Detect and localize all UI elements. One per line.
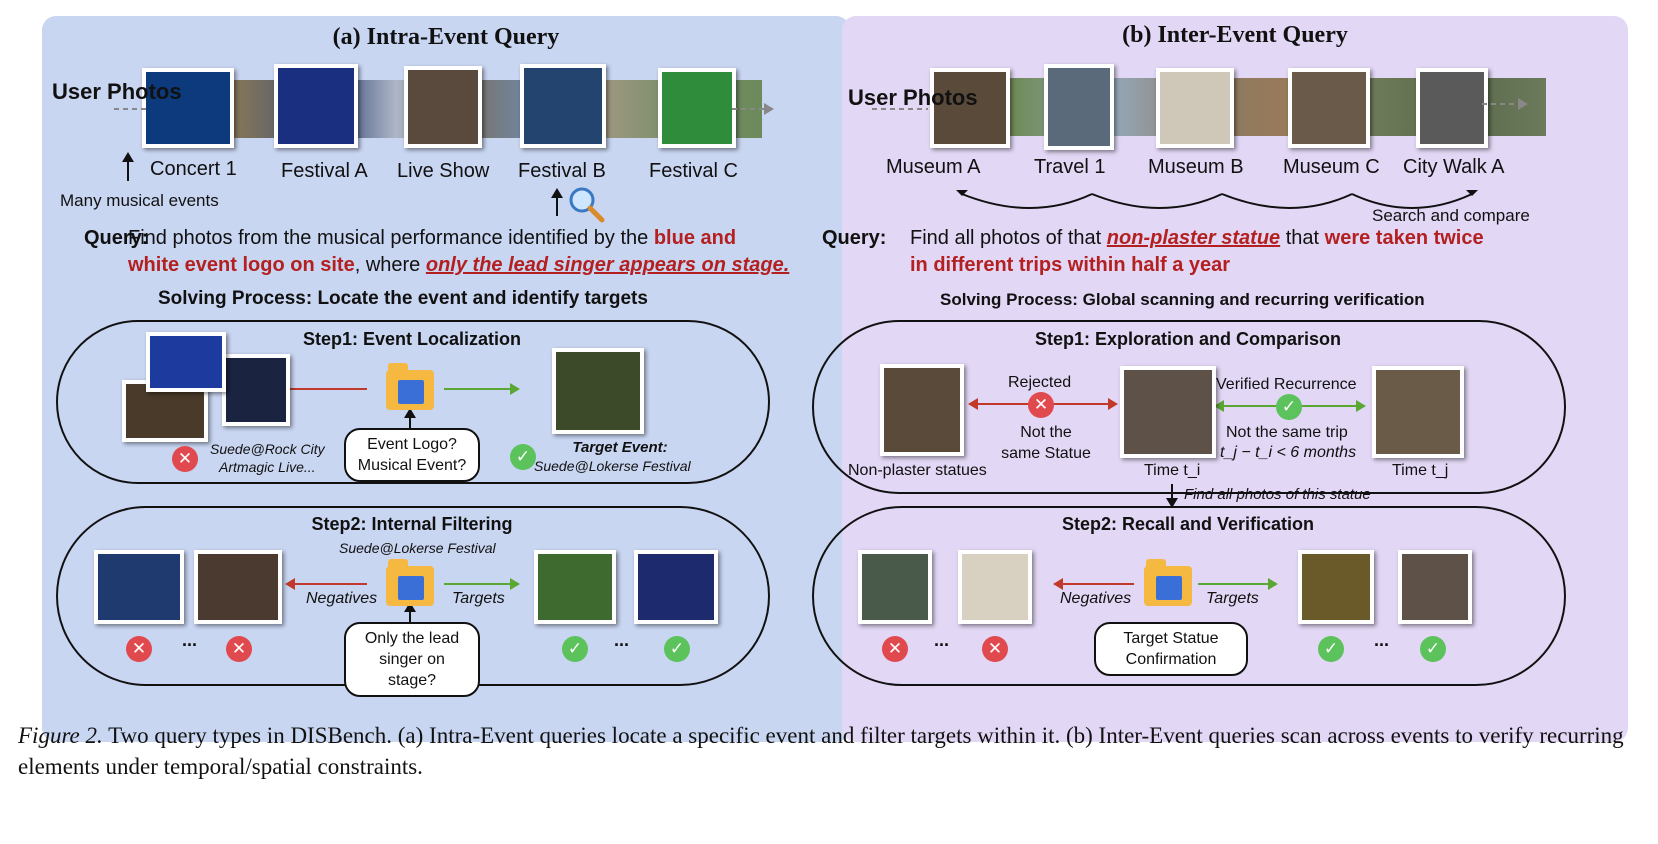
query-line-1: Find photos from the musical performance…: [128, 227, 737, 249]
photo-festival-b: [520, 64, 606, 148]
query-b-line-2: in different trips within half a year: [910, 254, 1231, 276]
targets-label-b: Targets: [1206, 590, 1259, 607]
event-label-b2: Travel 1: [1034, 156, 1106, 178]
search-compare-label: Search and compare: [1372, 206, 1530, 225]
photo-museum-b: [1156, 68, 1234, 148]
photo-target-2: [634, 550, 718, 624]
user-photos-label: User Photos: [52, 79, 182, 104]
step1-title: Step1: Event Localization: [302, 329, 522, 349]
time-constraint: t_j − t_i < 6 months: [1220, 444, 1357, 461]
panel-inter-event: (b) Inter-Event Query User Photos Museum…: [812, 16, 1628, 742]
target-b-ellipsis: ...: [1374, 630, 1390, 650]
query-b-line-1: Find all photos of that non-plaster stat…: [910, 227, 1484, 249]
photo-museum-c: [1288, 68, 1370, 148]
step2-title-b: Step2: Recall and Verification: [1061, 514, 1315, 534]
photo-festival-a: [274, 64, 358, 148]
photo-non-plaster: [880, 364, 964, 456]
photo-travel-1: [1044, 64, 1114, 150]
event-label-b3: Museum B: [1148, 156, 1244, 178]
folder-icon-b: [1144, 559, 1192, 606]
event-label-4: Festival B: [518, 160, 606, 182]
query-label-b: Query:: [822, 227, 887, 249]
user-photos-label-b: User Photos: [848, 85, 978, 110]
folder-icon: [386, 363, 434, 410]
neg-b-x-icon-2: ✕: [982, 636, 1008, 662]
step1-capsule: [56, 320, 770, 484]
non-plaster-label: Non-plaster statues: [848, 462, 987, 479]
step2-subtitle: Suede@Lokerse Festival: [339, 540, 496, 556]
target-b-check-icon-2: ✓: [1420, 636, 1446, 662]
step2-capsule-b: [812, 506, 1566, 686]
photo-live-show: [404, 66, 482, 148]
photo-negative-1: [94, 550, 184, 624]
targets-label: Targets: [452, 590, 505, 607]
negative-x-icon-1: ✕: [126, 636, 152, 662]
time-i-label: Time t_i: [1144, 462, 1201, 479]
panel-b-title: (b) Inter-Event Query: [1122, 22, 1348, 48]
photo-target-event: [552, 348, 644, 434]
target-check-icon-2: ✓: [664, 636, 690, 662]
caption-label: Figure 2.: [18, 723, 103, 748]
step1-title-b: Step1: Exploration and Comparison: [1034, 329, 1342, 349]
photo-reject-2: [222, 354, 290, 426]
target-check-icon: ✓: [510, 444, 536, 470]
event-label-2: Festival A: [281, 160, 368, 182]
step2-title: Step2: Internal Filtering: [311, 514, 513, 534]
event-label-3: Live Show: [397, 160, 490, 182]
neg-b-ellipsis: ...: [934, 630, 950, 650]
negatives-label: Negatives: [306, 590, 378, 607]
negatives-label-b: Negatives: [1060, 590, 1132, 607]
step1-question-bubble: Event Logo?Musical Event?: [344, 428, 480, 482]
figure-caption: Figure 2. Two query types in DISBench. (…: [18, 720, 1648, 782]
photo-time-i: [1120, 366, 1216, 458]
many-events-label: Many musical events: [60, 191, 219, 210]
event-label-b1: Museum A: [886, 156, 981, 178]
event-label-5: Festival C: [649, 160, 738, 182]
photo-target-b2: [1398, 550, 1472, 624]
rejected-x-icon: ✕: [1028, 392, 1054, 418]
negative-ellipsis: ...: [182, 630, 198, 650]
target-b-check-icon-1: ✓: [1318, 636, 1344, 662]
panel-a-title: (a) Intra-Event Query: [332, 24, 560, 50]
time-j-label: Time t_j: [1392, 462, 1449, 479]
target-event-label: Target Event:: [572, 439, 668, 456]
solving-process: Solving Process: Locate the event and id…: [158, 288, 648, 309]
photo-neg-b1: [858, 550, 932, 624]
photo-neg-b2: [958, 550, 1032, 624]
event-label-b5: City Walk A: [1403, 156, 1505, 178]
target-event-name: Suede@Lokerse Festival: [534, 458, 691, 474]
photo-target-b1: [1298, 550, 1374, 624]
solving-process-b: Solving Process: Global scanning and rec…: [940, 290, 1425, 309]
event-label-1: Concert 1: [150, 158, 237, 180]
photo-museum-a: [930, 68, 1010, 148]
panel-intra-event: (a) Intra-Event Query User Photos C: [42, 16, 850, 742]
photo-time-j: [1372, 366, 1464, 458]
find-all-label: Find all photos of this statue: [1184, 486, 1371, 503]
photo-target-1: [534, 550, 616, 624]
negative-x-icon-2: ✕: [226, 636, 252, 662]
reject-x-icon: ✕: [172, 446, 198, 472]
query-line-2: white event logo on site, where only the…: [128, 254, 790, 276]
photo-reject-3: [146, 332, 226, 392]
target-ellipsis: ...: [614, 630, 630, 650]
caption-text: Two query types in DISBench. (a) Intra-E…: [18, 723, 1624, 779]
photo-festival-c: [658, 68, 736, 148]
photo-city-walk-a: [1416, 68, 1488, 148]
step1-capsule-b: [812, 320, 1566, 494]
query-label: Query:: [84, 227, 149, 249]
verified-check-icon: ✓: [1276, 394, 1302, 420]
not-same-trip: Not the same trip: [1226, 424, 1348, 441]
neg-b-x-icon-1: ✕: [882, 636, 908, 662]
rejected-label: Rejected: [1008, 374, 1072, 391]
photo-negative-2: [194, 550, 282, 624]
event-label-b4: Museum C: [1283, 156, 1380, 178]
target-check-icon-1: ✓: [562, 636, 588, 662]
folder-icon-2: [386, 559, 434, 606]
verified-label: Verified Recurrence: [1216, 376, 1357, 393]
